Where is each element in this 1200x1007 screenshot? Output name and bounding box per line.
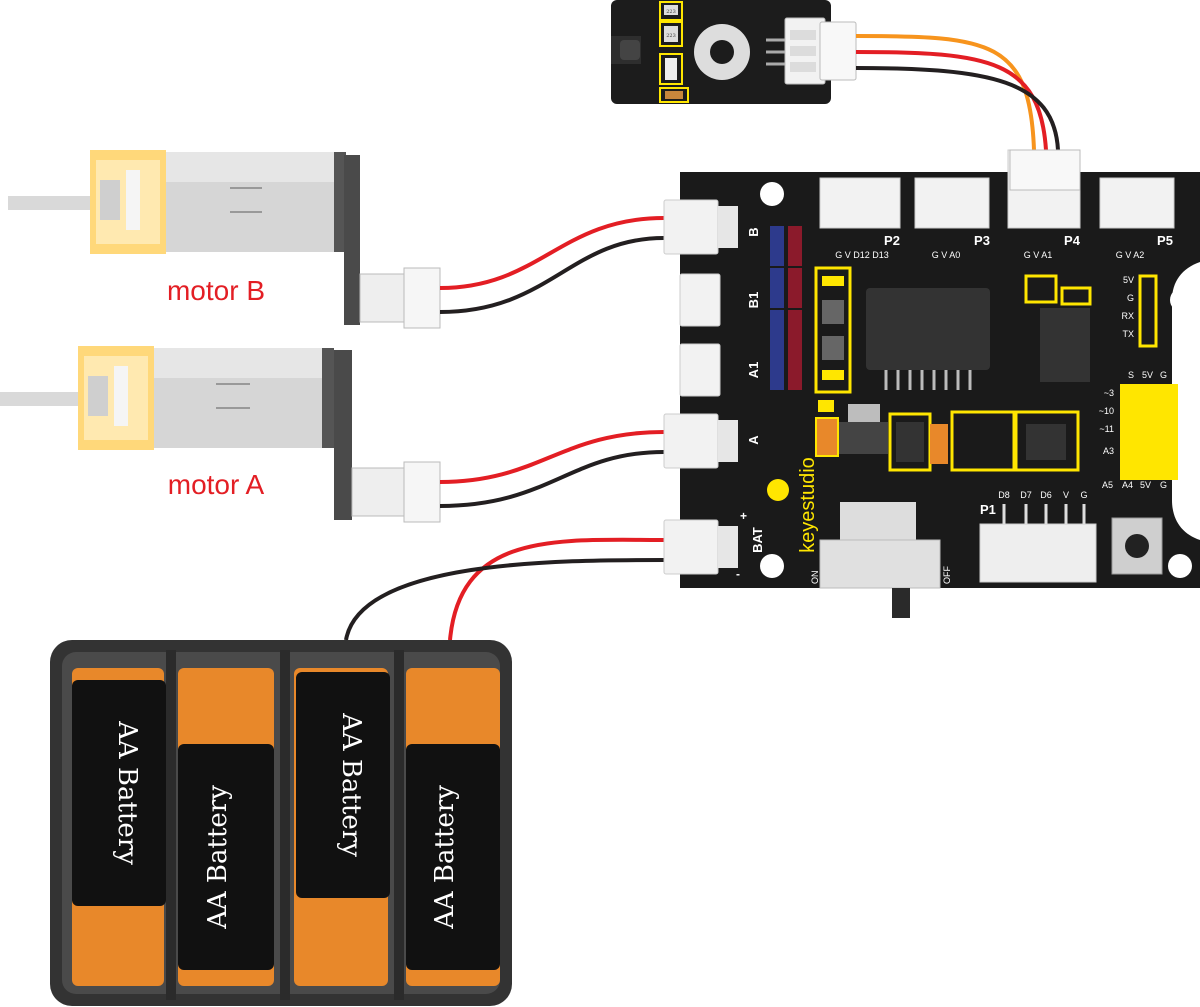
grid-left-10: ~10 — [1099, 406, 1114, 416]
driver-board: B B1 A1 A BAT + - P2 G V D12 D13 P3 G V … — [663, 149, 1200, 618]
port-p1-name: P1 — [980, 502, 996, 517]
sensor-module: 223 223 — [611, 0, 857, 104]
battery-wires — [344, 537, 665, 641]
serial-pin-rx: RX — [1121, 311, 1134, 321]
grid-bottom-a4: A4 — [1122, 480, 1133, 490]
port-label-b: B — [746, 227, 761, 236]
port-p3-name: P3 — [974, 233, 990, 248]
brand-logo: keyestudio — [797, 457, 819, 553]
motor-a-label: motor A — [168, 469, 265, 500]
battery-cell-label: AA Battery — [430, 785, 460, 930]
port-p2-pins: G V D12 D13 — [835, 250, 889, 260]
grid-top-g: G — [1160, 370, 1167, 380]
switch-on-label: ON — [810, 571, 820, 585]
motor-b-wires — [439, 216, 665, 314]
grid-top-s: S — [1128, 370, 1134, 380]
port-p2-name: P2 — [884, 233, 900, 248]
port-label-a: A — [746, 435, 761, 445]
p4-sensor-plug — [1009, 149, 1081, 191]
battery-cell-label: AA Battery — [112, 720, 142, 865]
port-p3-pins: G V A0 — [932, 250, 961, 260]
serial-pin-5v: 5V — [1123, 275, 1134, 285]
port-p5-pins: G V A2 — [1116, 250, 1145, 260]
motor-a-wires — [439, 430, 665, 508]
motor-b — [8, 150, 441, 329]
port-p4-name: P4 — [1064, 233, 1081, 248]
serial-pin-g: G — [1127, 293, 1134, 303]
p1-pin-g: G — [1080, 490, 1087, 500]
switch-off-label: OFF — [942, 566, 952, 584]
grid-bottom-g: G — [1160, 480, 1167, 490]
grid-bottom-5v: 5V — [1140, 480, 1151, 490]
port-p4-pins: G V A1 — [1024, 250, 1053, 260]
serial-pin-tx: TX — [1122, 329, 1134, 339]
p1-pin-d7: D7 — [1020, 490, 1032, 500]
grid-left-3: ~3 — [1104, 388, 1114, 398]
p1-pin-d8: D8 — [998, 490, 1010, 500]
port-label-b1: B1 — [746, 292, 761, 309]
port-label-bat: BAT — [750, 527, 765, 553]
motor-b-label: motor B — [167, 275, 265, 306]
smd-code: 223 — [666, 9, 676, 15]
grid-left-11: ~11 — [1099, 424, 1114, 434]
battery-cell-label: AA Battery — [203, 785, 233, 930]
smd-code: 223 — [666, 33, 676, 39]
p1-pin-v: V — [1063, 490, 1069, 500]
p1-pin-d6: D6 — [1040, 490, 1052, 500]
motor-a — [0, 346, 441, 523]
bat-plus-label: + — [740, 509, 747, 523]
sensor-wires — [855, 34, 1060, 151]
battery-box — [50, 640, 512, 1006]
battery-cell-label: AA Battery — [336, 712, 366, 857]
port-label-a1: A1 — [746, 362, 761, 379]
grid-bottom-a5: A5 — [1102, 480, 1113, 490]
port-p5-name: P5 — [1157, 233, 1173, 248]
bat-minus-label: - — [736, 567, 740, 581]
grid-top-5v: 5V — [1142, 370, 1153, 380]
grid-left-a3: A3 — [1103, 446, 1114, 456]
